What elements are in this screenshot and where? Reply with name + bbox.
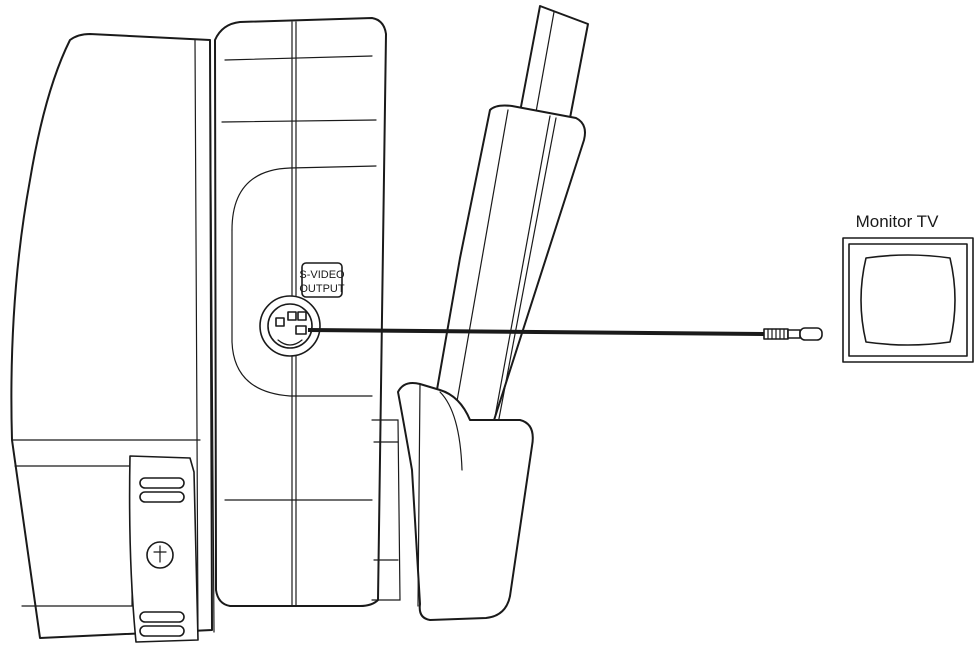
monitor-tv: Monitor TV xyxy=(842,212,974,363)
jack-label-line2: OUTPUT xyxy=(299,283,345,295)
monitor-tv-label: Monitor TV xyxy=(856,212,939,231)
jack-label: S-VIDEO OUTPUT xyxy=(299,262,345,298)
jack-label-line1: S-VIDEO xyxy=(299,269,345,281)
s-video-jack xyxy=(259,295,321,357)
s-video-cable xyxy=(307,327,823,341)
grip-bracket xyxy=(128,455,199,643)
lcd-panel xyxy=(371,5,589,621)
